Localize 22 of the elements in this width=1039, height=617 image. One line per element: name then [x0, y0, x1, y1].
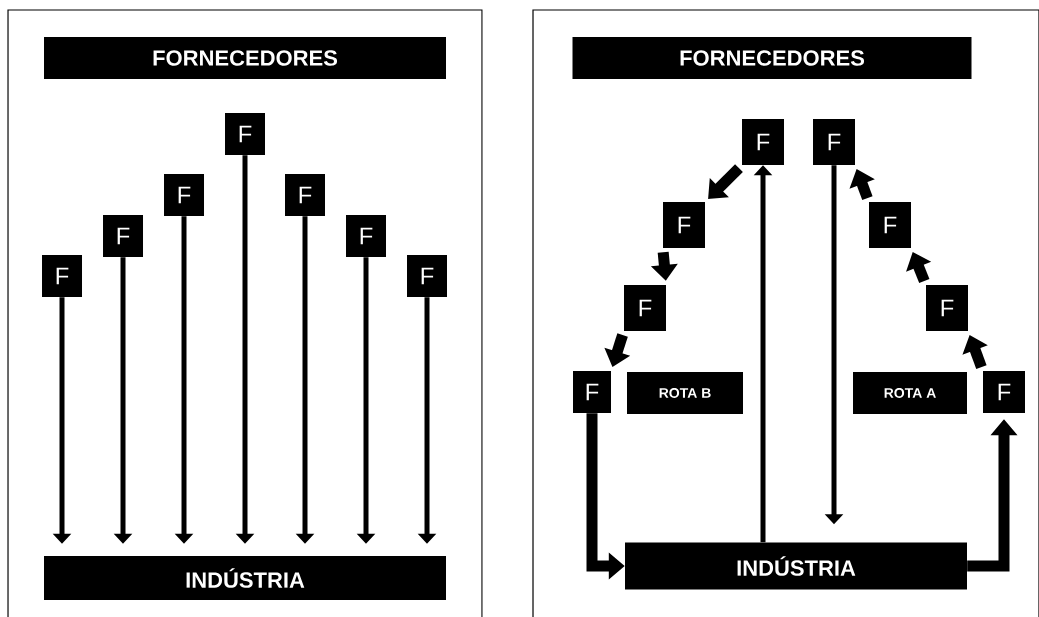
supplier-box: F	[983, 371, 1025, 413]
supplier-box: F	[164, 174, 204, 216]
supplier-box: F	[624, 285, 666, 331]
supplier-box: F	[869, 202, 911, 248]
heading-bar: FORNECEDORES	[44, 37, 446, 79]
supplier-box: F	[103, 215, 143, 257]
supplier-box: F	[742, 119, 784, 165]
route-label-box: ROTA B	[627, 372, 743, 414]
supplier-box: F	[285, 174, 325, 216]
industry-bar: INDÚSTRIA	[44, 556, 446, 600]
supplier-box: F	[573, 371, 611, 413]
heading-bar: FORNECEDORES	[572, 37, 972, 79]
supplier-box: F	[926, 285, 968, 331]
arrow	[708, 164, 743, 199]
supplier-box: F	[42, 255, 82, 297]
supplier-box: F	[346, 215, 386, 257]
route-label-box: ROTA A	[853, 372, 967, 414]
supplier-box: F	[663, 202, 705, 248]
supplier-box: F	[407, 255, 447, 297]
supplier-box: F	[225, 113, 265, 155]
supplier-box: F	[813, 119, 855, 165]
industry-bar: INDÚSTRIA	[625, 542, 967, 590]
